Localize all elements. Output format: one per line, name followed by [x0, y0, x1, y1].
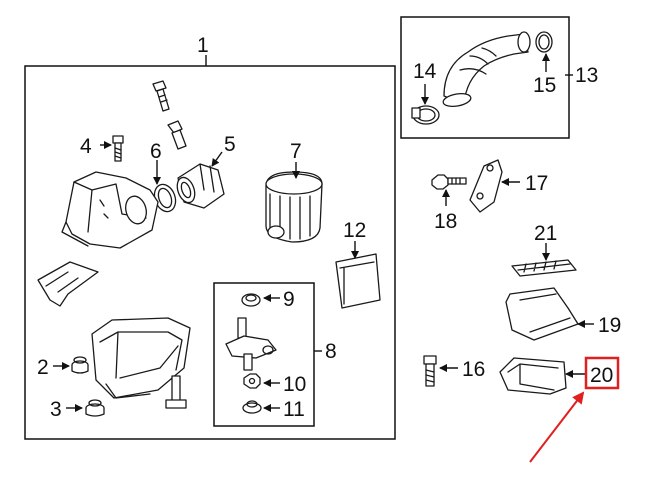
bolt-lower [165, 375, 187, 409]
bracket [37, 261, 99, 307]
callout-6: 6 [150, 140, 162, 163]
part-2-grommet [71, 356, 89, 374]
part-4-bolt [112, 135, 124, 162]
callout-1: 1 [197, 34, 209, 57]
callout-4: 4 [80, 135, 92, 158]
clip [167, 120, 187, 150]
duct-group-box [400, 16, 570, 139]
callout-20-highlight-box [584, 356, 620, 390]
part-14-clamp [411, 105, 440, 125]
part-5-air-housing [176, 163, 225, 209]
callout-18: 18 [434, 210, 457, 233]
part-3-grommet [85, 399, 105, 417]
part-21-seal [511, 259, 577, 277]
sensor-group-box [213, 282, 315, 427]
part-12-panel [335, 253, 381, 309]
part-7-air-filter [265, 171, 323, 243]
air-cleaner-assembly-box [24, 65, 396, 440]
callout-8: 8 [325, 340, 337, 363]
air-cleaner-cover [61, 171, 159, 249]
leader-lines [53, 53, 594, 412]
callout-10: 10 [283, 373, 306, 396]
highlight-arrow [529, 391, 585, 463]
air-cleaner-lower-box [91, 317, 191, 399]
callout-7: 7 [290, 140, 302, 163]
callout-20: 20 [590, 364, 613, 387]
callout-12: 12 [343, 219, 366, 242]
callout-16: 16 [462, 358, 485, 381]
callout-9: 9 [283, 288, 295, 311]
bolt-upper [152, 80, 170, 112]
callout-17: 17 [525, 172, 548, 195]
callout-5: 5 [224, 133, 236, 156]
part-11-grommet [242, 400, 262, 414]
part-17-bracket [469, 159, 503, 213]
part-19-air-guide [505, 287, 579, 341]
part-9-grommet [241, 293, 261, 307]
part-15-clamp [535, 31, 553, 53]
callout-14: 14 [413, 60, 437, 83]
callout-21: 21 [534, 222, 557, 245]
callout-13: 13 [575, 64, 598, 87]
part-13-air-duct [442, 31, 531, 108]
part-20-tray [499, 357, 567, 395]
sensor-assembly [225, 317, 277, 371]
callout-3: 3 [50, 398, 62, 421]
part-16-bolt [423, 355, 437, 387]
callout-15: 15 [533, 74, 556, 97]
part-18-bolt [431, 174, 467, 190]
callout-11: 11 [283, 398, 305, 421]
callout-19: 19 [598, 314, 621, 337]
callout-2: 2 [37, 356, 49, 379]
part-10-nut [243, 373, 261, 389]
